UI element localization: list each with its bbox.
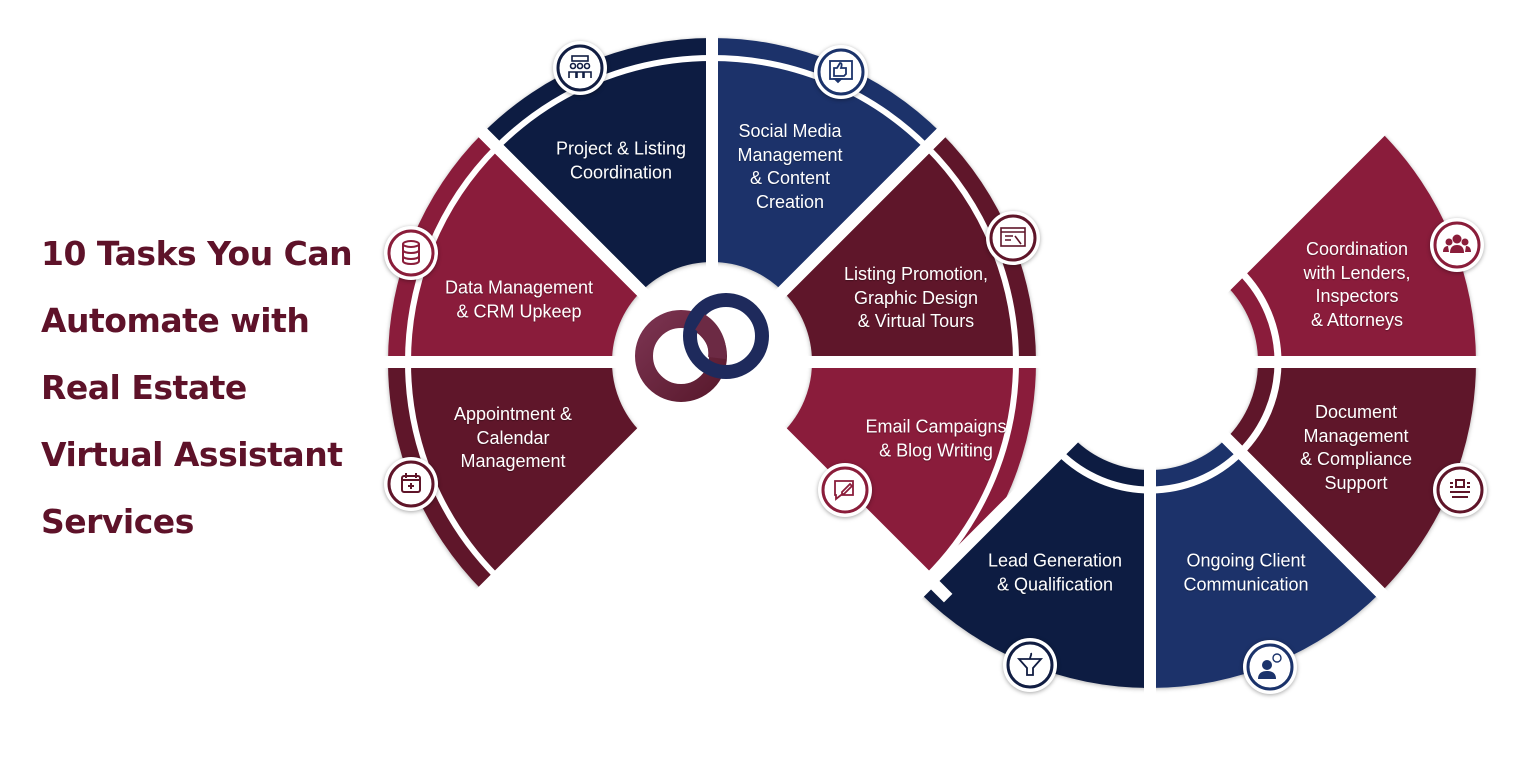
link-ring-crimson-overlap (694, 314, 727, 360)
infographic-title: 10 Tasks You Can Automate with Real Esta… (41, 220, 353, 555)
client-chat-icon (1243, 640, 1297, 694)
email-edit-icon (818, 463, 872, 517)
title-line: 10 Tasks You Can (41, 234, 353, 273)
band-divider-arc (1238, 361, 1282, 455)
segment-document-management (1226, 362, 1476, 593)
segment-label: Listing Promotion,Graphic Design& Virtua… (843, 263, 989, 331)
segment-label: Lead Generation& Qualification (987, 550, 1123, 595)
thumbs-up-icon (814, 45, 868, 99)
web-design-icon (986, 211, 1040, 265)
segment-label: Email Campaigns& Blog Writing (865, 416, 1007, 461)
title-line: Services (41, 502, 194, 541)
segment-ongoing-client (1150, 438, 1381, 688)
document-icon (1433, 463, 1487, 517)
link-ring-navy (683, 293, 769, 379)
segment-gap (471, 121, 660, 310)
segment-gap (908, 419, 1093, 604)
database-icon (384, 226, 438, 280)
band-divider-arc (1057, 450, 1151, 494)
funnel-icon (1003, 638, 1057, 692)
calendar-plus-icon (384, 457, 438, 511)
team-presentation-icon (553, 41, 607, 95)
band-divider-arc (1238, 269, 1282, 363)
segment-gap (471, 414, 660, 603)
segment-appointment (388, 362, 642, 592)
segment-gap (764, 121, 953, 310)
segment-coordination-lenders (1226, 131, 1476, 362)
title-line: Virtual Assistant (41, 435, 343, 474)
segment-label: Data Management& CRM Upkeep (444, 277, 594, 322)
segment-social-media (712, 38, 942, 292)
segment-listing-promotion (782, 132, 1036, 362)
segment-gap (1207, 120, 1392, 305)
title-line: Automate with (41, 301, 310, 340)
band-divider-arc (1149, 450, 1243, 494)
segment-gap (1207, 419, 1392, 604)
segment-project-listing (482, 38, 712, 292)
band-divider-arc (924, 361, 1019, 580)
segment-data-management (388, 132, 642, 362)
group-icon (1430, 218, 1484, 272)
segment-lead-generation (919, 438, 1150, 688)
title-line: Real Estate (41, 368, 247, 407)
